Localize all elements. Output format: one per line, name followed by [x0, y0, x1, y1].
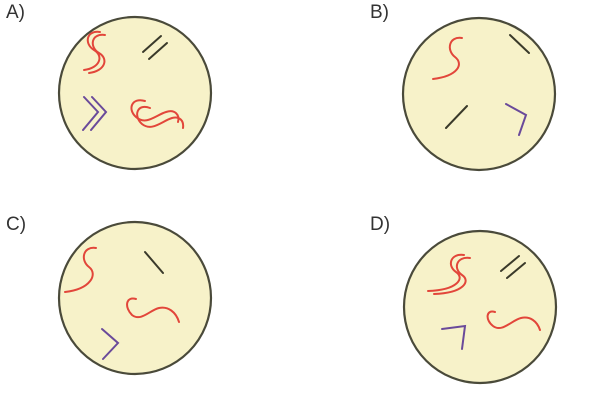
- cell-d-membrane: [404, 231, 556, 383]
